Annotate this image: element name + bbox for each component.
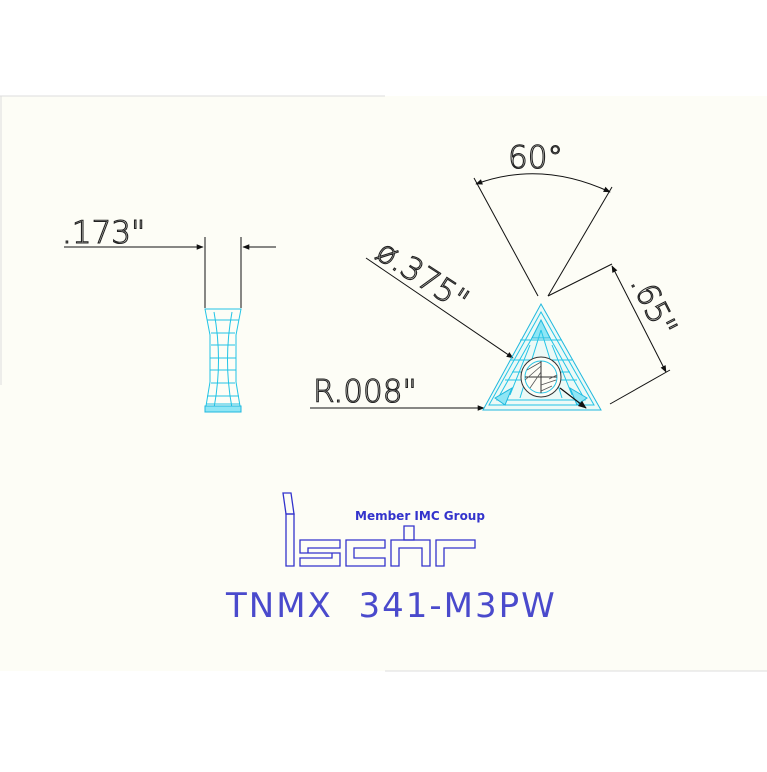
side-view: .173" — [61, 214, 276, 413]
hole-hatch — [524, 361, 558, 392]
ic-leader — [365, 257, 514, 359]
iscar-logo-icon — [282, 492, 476, 567]
thickness-label: .173" — [62, 215, 145, 251]
edge-length-arrow — [611, 265, 667, 373]
side-profile-hatch — [206, 319, 240, 405]
angle-arc — [475, 173, 611, 193]
radius-label: R.008" — [313, 374, 417, 410]
angle-label: 60° — [508, 140, 563, 176]
chip-groove-top — [531, 318, 551, 339]
insert-land — [488, 310, 595, 406]
side-profile-base — [204, 405, 242, 413]
ic-arrow-inner — [559, 387, 587, 409]
sheet-background — [0, 96, 767, 671]
chip-groove-left — [494, 386, 514, 406]
part-code: TNMX 341-M3PW — [225, 586, 557, 626]
insert-chipbreaker — [496, 320, 586, 401]
side-profile-chipbreaker — [213, 311, 233, 409]
logo-tagline: Member IMC Group — [355, 509, 485, 523]
